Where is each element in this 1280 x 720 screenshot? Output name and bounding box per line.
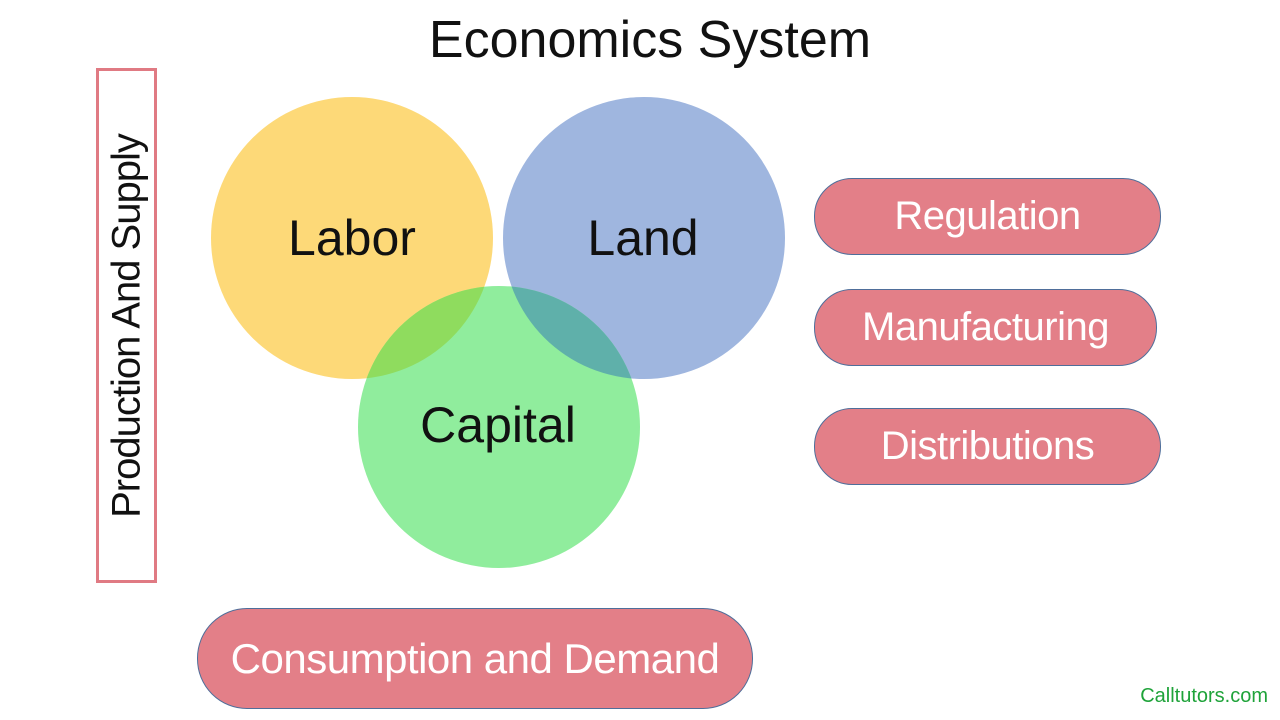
production-supply-box: Production And Supply: [96, 68, 157, 583]
capital-label: Capital: [420, 397, 576, 453]
consumption-demand-pill: Consumption and Demand: [197, 608, 753, 709]
distributions-pill: Distributions: [814, 408, 1161, 485]
land-label: Land: [587, 210, 699, 266]
production-supply-label: Production And Supply: [104, 133, 148, 518]
labor-circle: [211, 97, 493, 379]
footer-watermark: Calltutors.com: [1140, 685, 1268, 707]
land-capital-overlap: [503, 286, 640, 379]
page-title: Economics System: [428, 11, 872, 69]
manufacturing-pill: Manufacturing: [814, 289, 1157, 366]
labor-label: Labor: [288, 210, 416, 266]
regulation-pill: Regulation: [814, 178, 1161, 255]
